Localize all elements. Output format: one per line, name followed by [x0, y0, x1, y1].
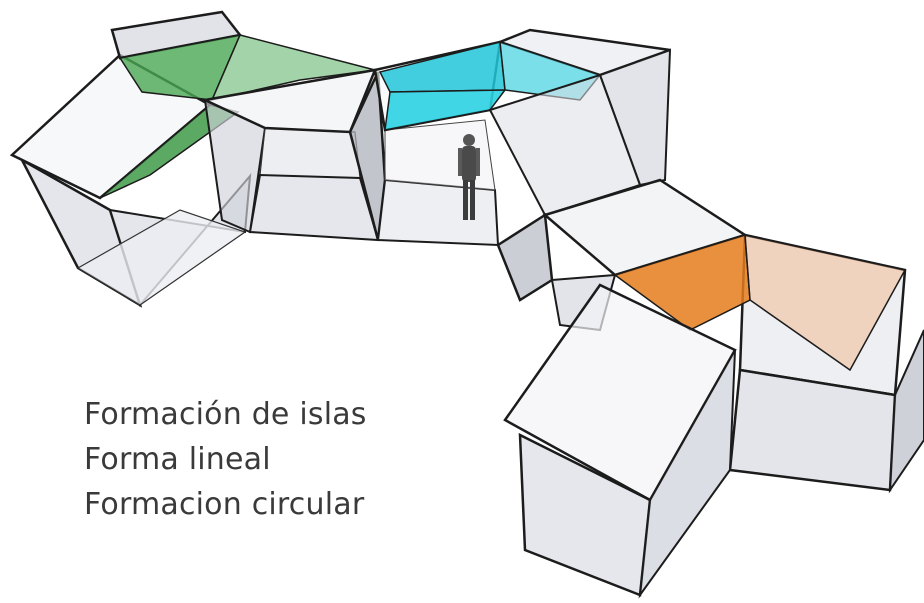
cyan-roof-panel-left [378, 41, 506, 93]
bottom-module-wall-right [638, 349, 736, 599]
caption-line-islands: Formación de islas [84, 397, 367, 432]
right-module [613, 233, 924, 494]
caption-line-linear: Forma lineal [84, 442, 271, 477]
center-module [348, 40, 507, 247]
orange-roof-panel-light [744, 234, 907, 372]
green-roof-panel-side [210, 34, 376, 102]
caption-line-circular: Formacion circular [84, 487, 365, 522]
center-floor [376, 178, 500, 247]
left-module-floor [76, 209, 247, 306]
center-left-wall-back [259, 127, 361, 179]
person-icon [458, 134, 480, 220]
center-left-floor [248, 173, 380, 242]
center-left-module [200, 68, 380, 242]
right-module-side [888, 329, 924, 494]
right-top-floor [496, 212, 554, 302]
bottom-module [503, 283, 737, 599]
caption-list: Formación de islas Forma lineal Formacio… [84, 392, 367, 527]
right-top-module [488, 28, 672, 302]
